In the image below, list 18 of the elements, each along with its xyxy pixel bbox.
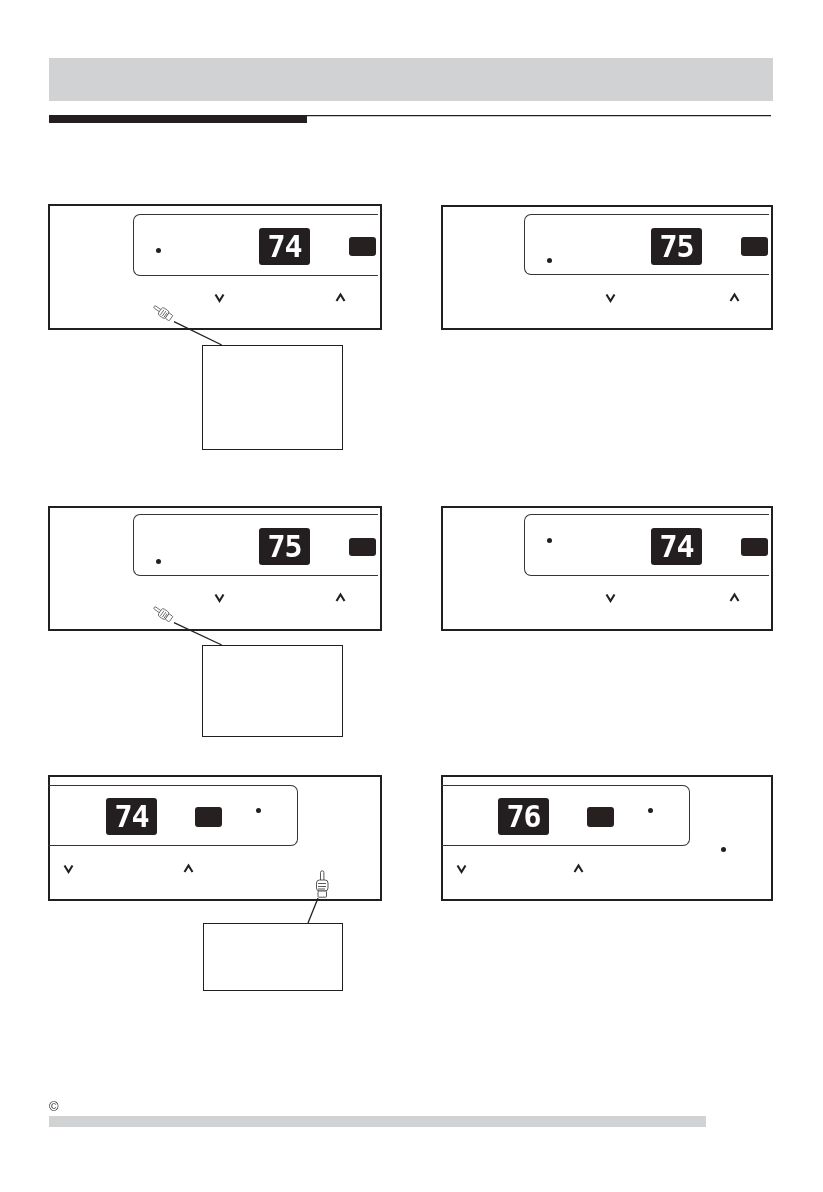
temperature-display: 76 — [498, 798, 549, 835]
temperature-display: 75 — [651, 228, 702, 265]
copyright-sign: © — [49, 1099, 59, 1114]
control-panel — [48, 506, 382, 631]
temperature-display: 74 — [651, 528, 702, 565]
callout-box — [203, 923, 343, 991]
pointing-hand-icon — [313, 870, 331, 898]
callout-box — [202, 345, 343, 450]
temperature-display: 74 — [106, 798, 157, 835]
temperature-display: 75 — [259, 528, 310, 565]
control-panel — [441, 775, 773, 901]
control-panel — [48, 204, 382, 330]
control-panel — [48, 775, 382, 901]
control-panel — [441, 506, 773, 631]
leader-line — [307, 897, 319, 924]
callout-box — [202, 645, 343, 737]
temperature-display: 74 — [259, 228, 310, 265]
control-panel — [441, 205, 773, 330]
